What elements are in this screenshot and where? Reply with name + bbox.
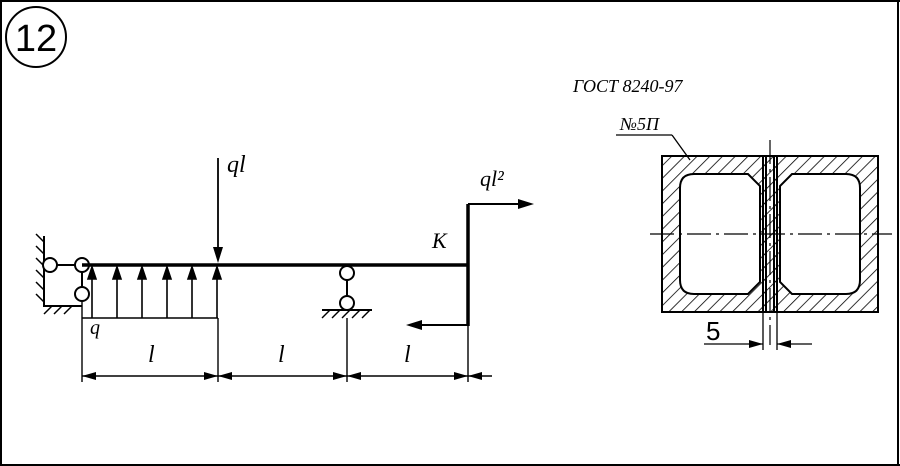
left-wall-support bbox=[35, 233, 90, 315]
span-label-3: l bbox=[404, 342, 411, 368]
span-label-1: l bbox=[148, 342, 155, 368]
standard-label: ГОСТ 8240-97 bbox=[572, 76, 684, 96]
plate-thickness-label: 5 bbox=[706, 316, 720, 346]
middle-pin-support bbox=[321, 265, 372, 319]
moment-label: ql² bbox=[480, 166, 504, 191]
moment-couple bbox=[406, 199, 534, 330]
profile-label: №5П bbox=[619, 114, 660, 134]
span-label-2: l bbox=[278, 342, 285, 368]
section-axes bbox=[650, 140, 892, 345]
problem-number: 12 bbox=[15, 18, 57, 60]
distributed-load-label: q bbox=[90, 317, 100, 339]
distributed-load bbox=[82, 264, 223, 319]
point-k-label: K bbox=[431, 228, 448, 253]
problem-number-badge: 12 bbox=[5, 6, 67, 68]
span-dimension-line bbox=[81, 300, 492, 382]
point-force-arrow bbox=[213, 158, 223, 263]
point-force-label: ql bbox=[227, 152, 246, 178]
plate-thickness-dimension bbox=[704, 312, 812, 350]
